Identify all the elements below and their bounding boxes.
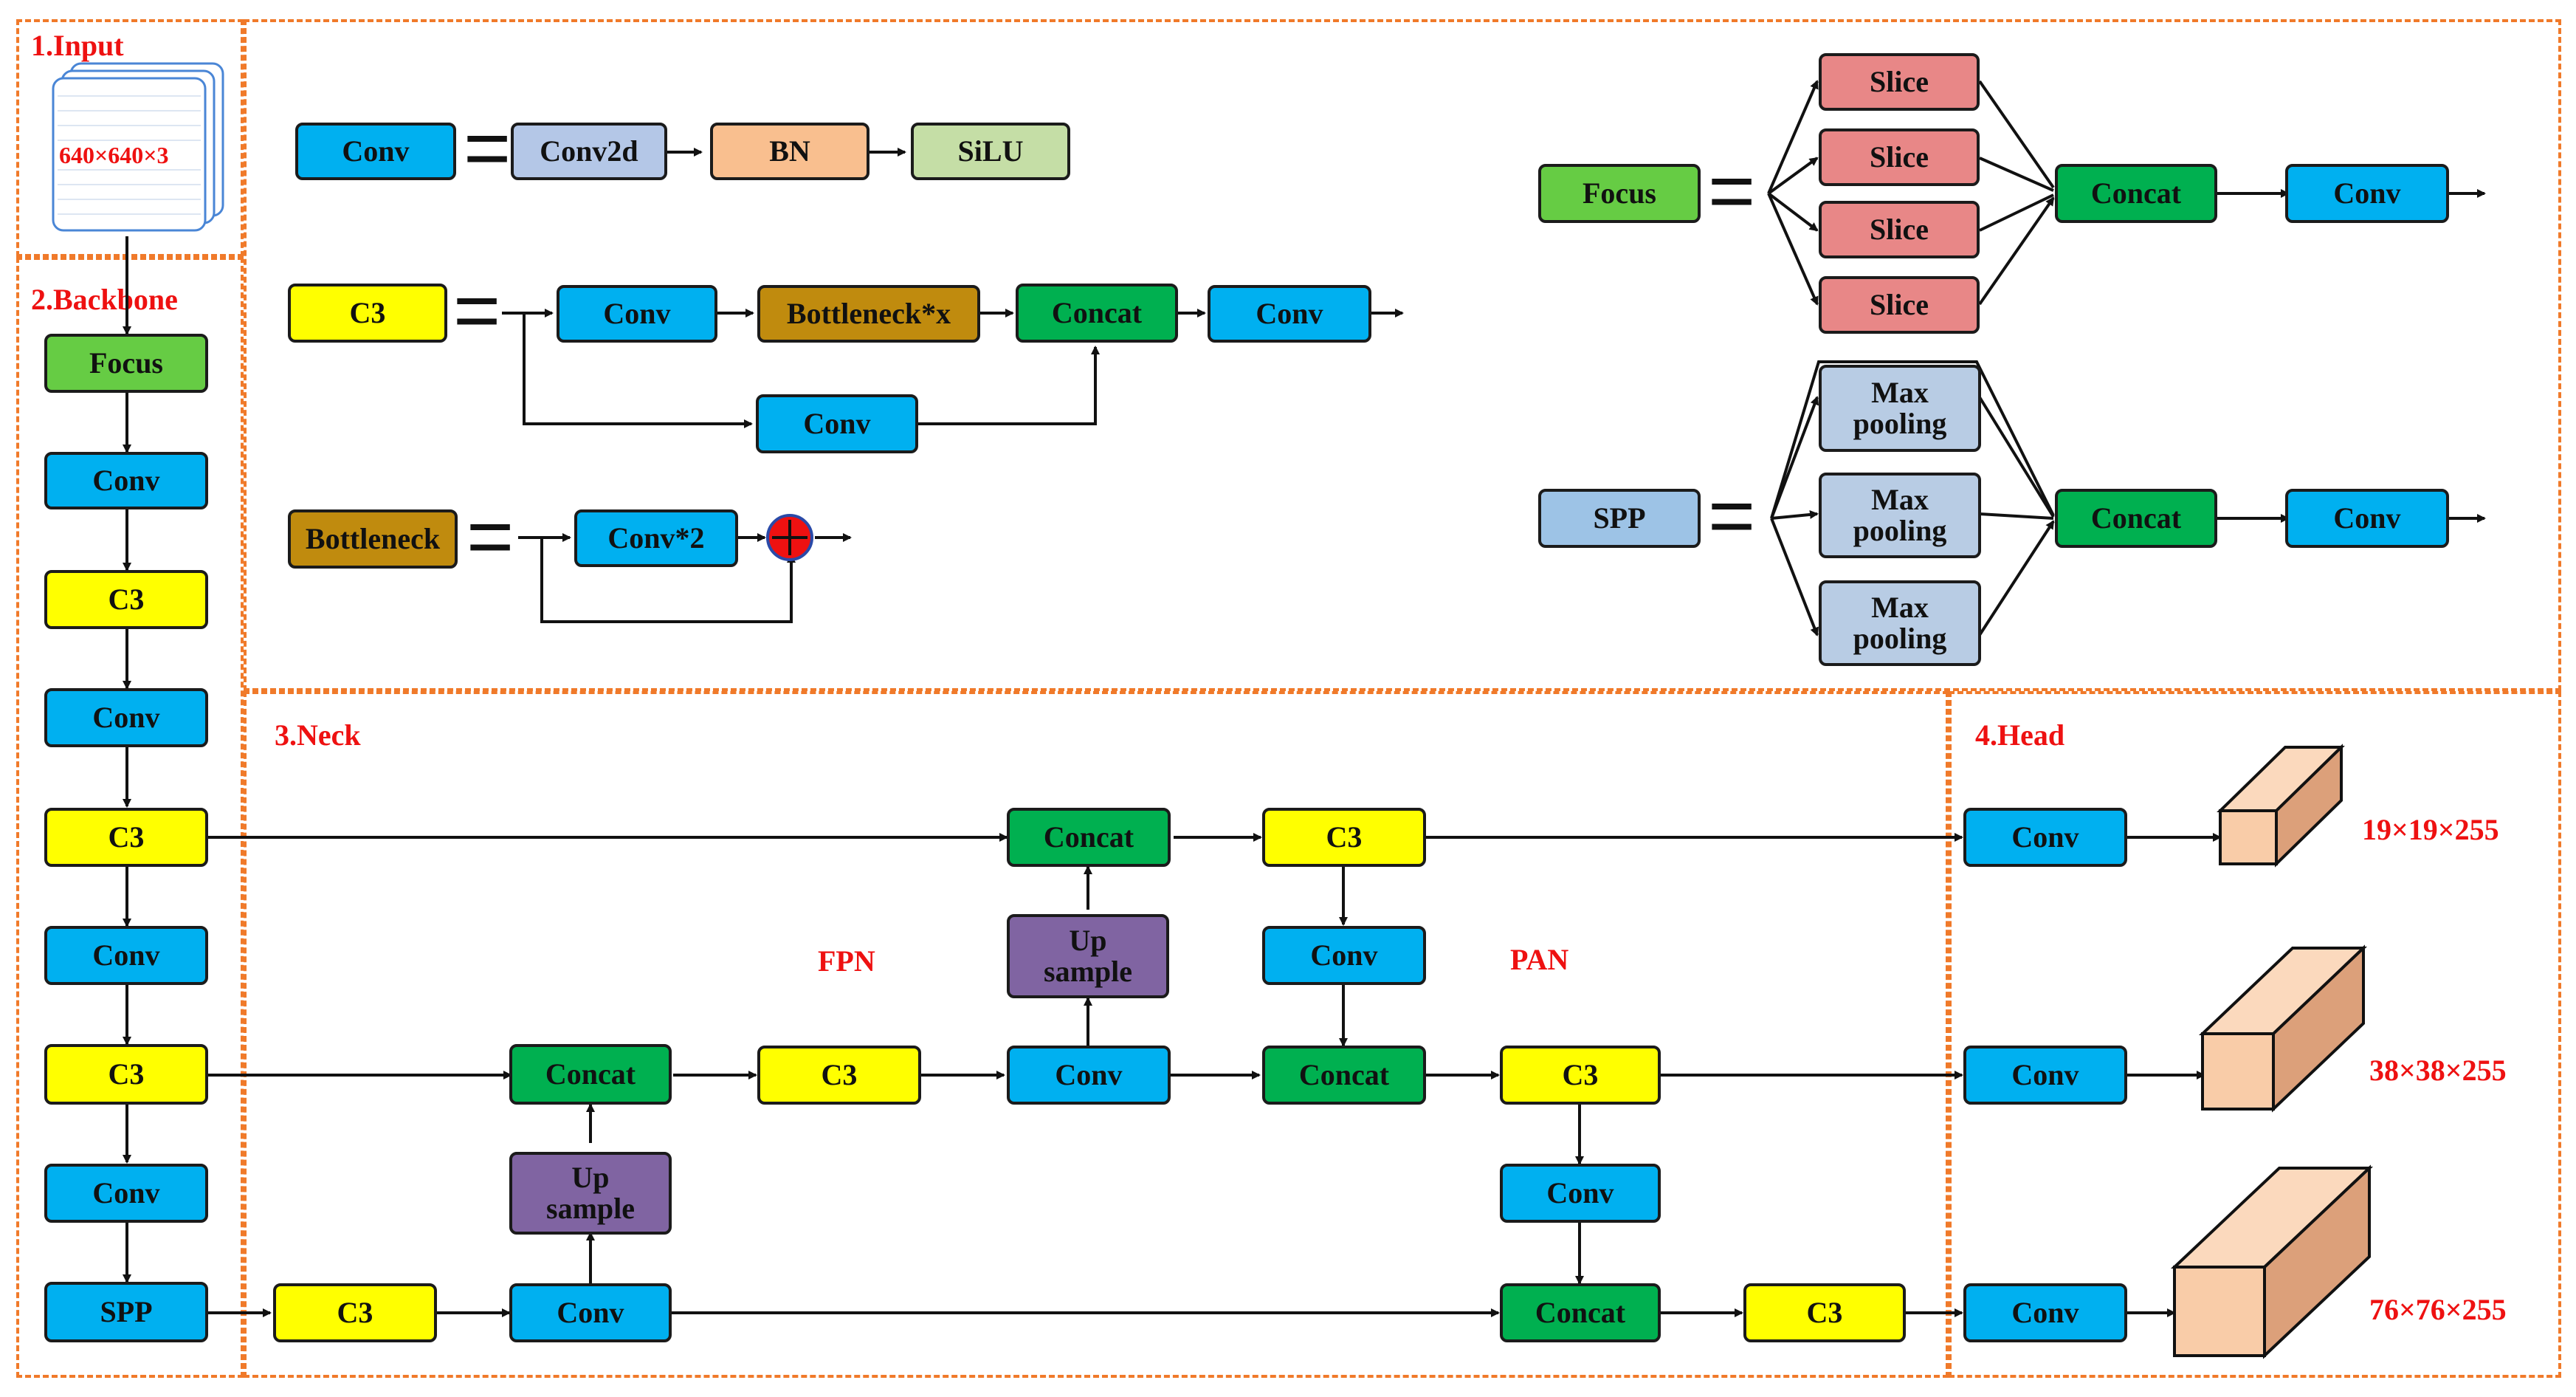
head-section-label: 4.Head	[1975, 718, 2065, 752]
neck-concat-a: Concat	[509, 1044, 672, 1105]
output-size-large: 76×76×255	[2369, 1293, 2507, 1326]
equals-sign: =	[453, 265, 501, 356]
legend-c3-bottleneck: Bottleneck*x	[757, 285, 980, 343]
output-cube-small	[2217, 744, 2345, 868]
legend-slice-2: Slice	[1819, 128, 1980, 186]
output-size-medium: 38×38×255	[2369, 1054, 2507, 1087]
backbone-section	[16, 257, 244, 1378]
legend-c3-conv-out: Conv	[1208, 285, 1371, 343]
maxpool-label: Max pooling	[1853, 591, 1947, 655]
backbone-conv-1: Conv	[44, 452, 208, 509]
head-conv-3: Conv	[1963, 1283, 2127, 1342]
backbone-c3-2: C3	[44, 808, 208, 867]
head-conv-2: Conv	[1963, 1046, 2127, 1105]
pan-label: PAN	[1510, 943, 1569, 976]
legend-c3-conv: Conv	[557, 285, 717, 343]
backbone-spp: SPP	[44, 1282, 208, 1342]
backbone-c3-1: C3	[44, 570, 208, 629]
legend-maxpool-1: Max pooling	[1819, 365, 1981, 452]
top-legend-section	[244, 19, 2561, 691]
legend-slice-4: Slice	[1819, 276, 1980, 334]
legend-slice-3: Slice	[1819, 201, 1980, 258]
backbone-conv-3: Conv	[44, 926, 208, 985]
neck-upsample-a: Up sample	[509, 1152, 672, 1235]
equals-sign: =	[466, 491, 514, 582]
output-cube-medium	[2198, 944, 2368, 1113]
neck-concat-d: Concat	[1500, 1283, 1661, 1342]
legend-c3-concat: Concat	[1016, 284, 1178, 343]
upsample-label: Up sample	[1044, 924, 1132, 988]
neck-conv-b: Conv	[1007, 1046, 1171, 1105]
legend-c3-conv-bypass: Conv	[756, 394, 918, 453]
neck-conv-d: Conv	[1500, 1164, 1661, 1223]
neck-upsample-b: Up sample	[1007, 914, 1169, 998]
backbone-conv-4: Conv	[44, 1164, 208, 1223]
legend-conv: Conv	[295, 123, 456, 180]
input-section-label: 1.Input	[31, 29, 124, 62]
upsample-label: Up sample	[546, 1161, 635, 1225]
legend-focus: Focus	[1538, 164, 1701, 223]
neck-c3-after-spp: C3	[273, 1283, 437, 1342]
neck-concat-b: Concat	[1007, 808, 1171, 867]
legend-bottleneck: Bottleneck	[288, 509, 458, 569]
legend-spp-concat: Concat	[2055, 489, 2217, 548]
backbone-focus: Focus	[44, 334, 208, 393]
neck-conv-a: Conv	[509, 1283, 672, 1342]
input-image-stack: 640×640×3	[46, 59, 230, 236]
legend-maxpool-2: Max pooling	[1819, 473, 1981, 558]
legend-bottleneck-conv: Conv*2	[574, 509, 738, 567]
legend-slice-1: Slice	[1819, 53, 1980, 111]
neck-section	[244, 691, 1949, 1378]
image-stack-graphic	[52, 62, 224, 232]
neck-concat-c: Concat	[1262, 1046, 1426, 1105]
neck-c3-b: C3	[757, 1046, 921, 1105]
head-conv-1: Conv	[1963, 808, 2127, 867]
legend-focus-concat: Concat	[2055, 164, 2217, 223]
neck-c3-d: C3	[1500, 1046, 1661, 1105]
legend-focus-conv: Conv	[2285, 164, 2449, 223]
legend-spp: SPP	[1538, 489, 1701, 548]
legend-spp-conv: Conv	[2285, 489, 2449, 548]
input-size-label: 640×640×3	[59, 142, 169, 168]
plus-icon	[772, 520, 807, 555]
legend-maxpool-3: Max pooling	[1819, 580, 1981, 666]
legend-bn: BN	[710, 123, 869, 180]
backbone-conv-2: Conv	[44, 688, 208, 747]
equals-sign: =	[1708, 145, 1756, 236]
neck-c3-e: C3	[1743, 1283, 1906, 1342]
neck-section-label: 3.Neck	[275, 718, 361, 752]
legend-conv2d: Conv2d	[511, 123, 667, 180]
backbone-c3-3: C3	[44, 1044, 208, 1105]
equals-sign: =	[464, 103, 512, 193]
input-section	[16, 19, 244, 257]
backbone-section-label: 2.Backbone	[31, 283, 178, 316]
maxpool-label: Max pooling	[1853, 376, 1947, 440]
head-section	[1949, 691, 2561, 1378]
legend-silu: SiLU	[911, 123, 1070, 180]
legend-c3: C3	[288, 284, 447, 343]
maxpool-label: Max pooling	[1853, 483, 1947, 547]
neck-conv-c: Conv	[1262, 926, 1426, 985]
neck-c3-c: C3	[1262, 808, 1426, 867]
fpn-label: FPN	[818, 944, 875, 978]
output-cube-large	[2170, 1164, 2374, 1359]
output-size-small: 19×19×255	[2362, 813, 2499, 846]
equals-sign: =	[1708, 470, 1756, 561]
